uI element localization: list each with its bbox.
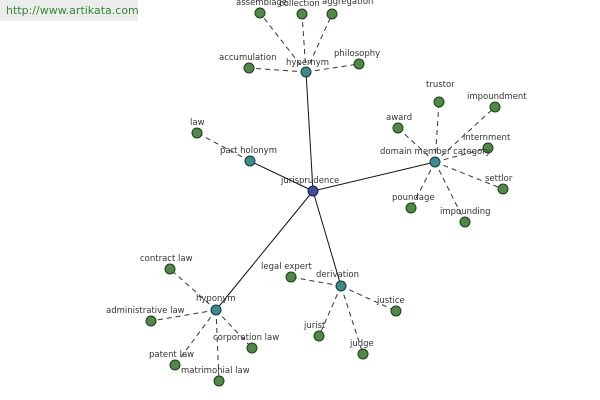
node-derivation[interactable] — [335, 280, 347, 292]
node-labels: assemblage collection aggregation accumu… — [106, 0, 527, 376]
label-trustor: trustor — [426, 80, 455, 90]
label-aggregation: aggregation — [322, 0, 373, 7]
label-judge: judge — [349, 339, 374, 349]
edge-domain-impoundment — [434, 106, 496, 163]
label-jurist: jurist — [303, 321, 326, 331]
edge-derivation-judge — [340, 285, 364, 355]
edge-hyponym-patent-law — [174, 309, 217, 366]
node-contract-law[interactable] — [164, 263, 176, 275]
label-accumulation: accumulation — [219, 53, 276, 63]
hub-nodes — [210, 66, 441, 316]
node-legal-expert[interactable] — [285, 271, 297, 283]
label-administrative-law: administrative law — [106, 306, 185, 316]
node-part-holonym[interactable] — [244, 155, 256, 167]
label-poundage: poundage — [392, 193, 435, 203]
node-impoundment[interactable] — [489, 101, 501, 113]
node-jurist[interactable] — [313, 330, 325, 342]
node-assemblage[interactable] — [254, 7, 266, 19]
edge-domain-trustor — [434, 101, 440, 163]
edge-hypernym-collection — [301, 13, 307, 73]
label-matrimonial-law: matrimonial law — [181, 366, 250, 376]
node-impounding[interactable] — [459, 216, 471, 228]
watermark-url[interactable]: http://www.artikata.com — [0, 0, 139, 21]
edge-hyponym-contract-law — [169, 268, 217, 311]
node-award[interactable] — [392, 122, 404, 134]
label-corporation-law: corporation law — [213, 333, 279, 343]
node-philosophy[interactable] — [353, 58, 365, 70]
label-collection: collection — [279, 0, 320, 9]
edge-partholonym-law — [196, 132, 251, 162]
node-hypernym[interactable] — [300, 66, 312, 78]
label-hyponym: hyponym — [196, 294, 236, 304]
label-derivation: derivation — [316, 270, 359, 280]
node-trustor[interactable] — [433, 96, 445, 108]
label-domain-member-category: domain member category — [380, 147, 491, 157]
node-collection[interactable] — [296, 8, 308, 20]
label-contract-law: contract law — [140, 254, 193, 264]
node-settlor[interactable] — [497, 183, 509, 195]
label-philosophy: philosophy — [334, 49, 380, 59]
root-edges — [215, 71, 436, 311]
edge-hyponym-administrative-law — [150, 309, 217, 322]
edge-root-hyponym — [215, 190, 314, 311]
edge-domain-internment — [434, 147, 489, 163]
label-impounding: impounding — [440, 207, 491, 217]
edge-hypernym-accumulation — [248, 67, 307, 73]
edge-root-derivation — [312, 190, 342, 287]
node-judge[interactable] — [357, 348, 369, 360]
edge-hypernym-aggregation — [305, 13, 333, 73]
node-matrimonial-law[interactable] — [213, 375, 225, 387]
label-justice: justice — [376, 296, 405, 306]
node-poundage[interactable] — [405, 202, 417, 214]
label-jurisprudence: jurisprudence — [280, 176, 339, 186]
edge-derivation-jurist — [318, 285, 342, 337]
node-corporation-law[interactable] — [246, 342, 258, 354]
edge-derivation-justice — [340, 285, 397, 312]
node-administrative-law[interactable] — [145, 315, 157, 327]
node-patent-law[interactable] — [169, 359, 181, 371]
label-impoundment: impoundment — [467, 92, 527, 102]
edge-root-domain-member — [312, 161, 436, 192]
node-domain-member-category[interactable] — [429, 156, 441, 168]
node-internment[interactable] — [482, 142, 494, 154]
label-award: award — [386, 113, 412, 123]
label-law: law — [190, 118, 205, 128]
edge-root-hypernym — [305, 71, 314, 192]
edge-hypernym-assemblage — [259, 12, 307, 73]
label-part-holonym: part holonym — [220, 146, 277, 156]
edge-domain-settlor — [434, 161, 504, 190]
node-law[interactable] — [191, 127, 203, 139]
node-hyponym[interactable] — [210, 304, 222, 316]
leaf-edges — [150, 12, 504, 382]
label-hypernym: hypernym — [286, 58, 329, 68]
node-accumulation[interactable] — [243, 62, 255, 74]
edge-hyponym-matrimonial-law — [215, 309, 220, 382]
label-patent-law: patent law — [149, 350, 194, 360]
node-jurisprudence[interactable] — [307, 185, 319, 197]
node-justice[interactable] — [390, 305, 402, 317]
label-legal-expert: legal expert — [261, 262, 312, 272]
leaf-nodes — [145, 7, 509, 387]
label-settlor: settlor — [485, 174, 513, 184]
node-aggregation[interactable] — [326, 8, 338, 20]
edge-root-part-holonym — [249, 160, 314, 192]
edge-domain-impounding — [434, 161, 466, 223]
label-internment: internment — [463, 133, 511, 143]
label-assemblage: assemblage — [236, 0, 287, 8]
